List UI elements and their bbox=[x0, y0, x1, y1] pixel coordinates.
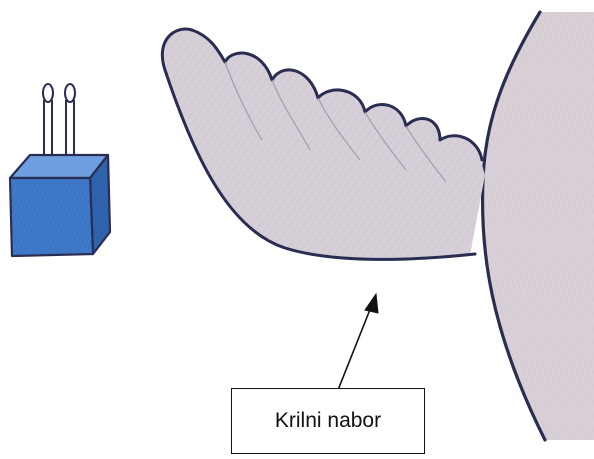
blue-cube-with-two-rods bbox=[10, 84, 110, 256]
cube-front-hatch bbox=[10, 178, 93, 256]
body-illustration bbox=[483, 12, 594, 440]
pointer-arrow bbox=[338, 294, 378, 390]
wing-hatch bbox=[162, 29, 485, 260]
body-hatch bbox=[483, 12, 594, 440]
wing-illustration bbox=[162, 29, 485, 260]
label-text: Krilni nabor bbox=[275, 409, 381, 433]
rod-left bbox=[43, 84, 53, 160]
rod-right bbox=[65, 84, 75, 160]
label-box: Krilni nabor bbox=[231, 388, 425, 454]
